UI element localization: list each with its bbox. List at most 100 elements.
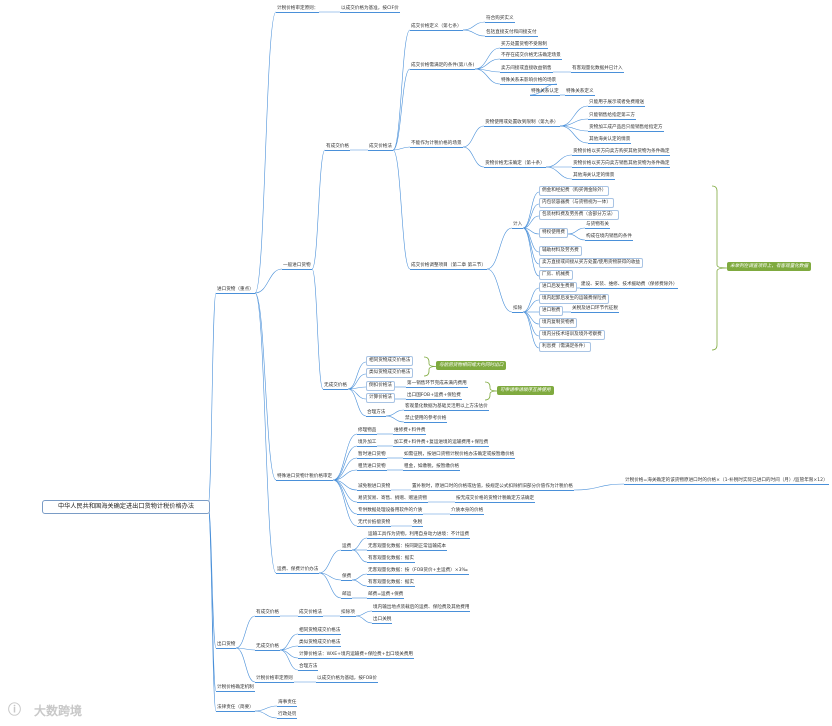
node-ex-ded-a[interactable]: 境内输出地点装载后的运费、保险费及其他费用 — [372, 605, 471, 612]
node-def7-b[interactable]: 包括直接支付和间接支付 — [485, 30, 538, 37]
node-add-4[interactable]: 特权使用费 — [539, 228, 568, 238]
node-cant10-b[interactable]: 货物价格以买方向卖方销售其他货物为条件确定 — [572, 161, 671, 168]
node-ded-1[interactable]: 进口后发生费用 — [539, 282, 578, 292]
node-l1-import[interactable]: 进口货物（重点） — [216, 287, 255, 294]
node-sp-5[interactable]: 减免税进口货物 — [357, 484, 392, 491]
node-add-4a[interactable]: 与货物有关 — [585, 222, 610, 229]
node-sp-3b[interactable]: 如需征税，按进口货物计税价格办法确定或按暂缴价格 — [403, 452, 516, 459]
node-nt-5b[interactable]: 禁止使用的参考价格 — [404, 416, 448, 423]
node-add-5[interactable]: 辅助材料及劳务费 — [539, 246, 582, 256]
node-general-import[interactable]: 一般进口货物 — [282, 263, 312, 270]
node-ded-6[interactable]: 利息费（需满足条件） — [539, 342, 591, 352]
node-def7[interactable]: 成交价格定义（第七条） — [410, 24, 463, 31]
node-nt-4[interactable]: 计算价格法 — [366, 393, 395, 403]
node-l1-export[interactable]: 出口货物 — [216, 642, 237, 649]
node-def7-a[interactable]: 符合购买实义 — [485, 16, 515, 23]
node-ex-n4[interactable]: 合理方法 — [298, 664, 319, 671]
node-sp-5b[interactable]: 置补税时，原进口时的价格或估值，按规定公式扣除折旧部分价值作为计税价格 — [411, 484, 574, 491]
node-sp-2b[interactable]: 加工费+料件费+复运进境的运输费用+保险费 — [393, 440, 490, 447]
node-add-4b[interactable]: 构成在境内销售的条件 — [585, 234, 633, 241]
node-deduct[interactable]: 扣除 — [512, 306, 524, 313]
node-ex-ded-b[interactable]: 出口关税 — [372, 617, 393, 624]
node-cond8-d[interactable]: 特殊关系未影响价格的场景 — [500, 78, 558, 85]
node-nt-3[interactable]: 倒扣价格法 — [366, 381, 395, 391]
node-cant10-c[interactable]: 其他海关认定的情景 — [572, 173, 616, 180]
node-freight[interactable]: 运费、保费计价办法 — [276, 567, 320, 574]
node-restr9-d[interactable]: 其他海关认定的情景 — [588, 137, 632, 144]
node-sp-8b[interactable]: 免税 — [412, 520, 424, 527]
node-sp-8[interactable]: 无代价抵偿货物 — [357, 520, 392, 527]
node-fr-2[interactable]: 保费 — [341, 574, 353, 581]
node-not-tx[interactable]: 不能作为计税价格的场景 — [410, 141, 463, 148]
node-adjust[interactable]: 成交价格调整项目（第二章 第三节） — [410, 263, 487, 270]
node-add-3[interactable]: 包装材料费及劳务费（含部分方法） — [539, 210, 619, 220]
node-fr-1b[interactable]: 无客观量化数据：按同期正常运输成本 — [367, 544, 448, 551]
node-ex-principle-txt[interactable]: 以成交价格为基础，按FOB价 — [316, 676, 378, 683]
node-legal-1[interactable]: 海事责任 — [277, 700, 298, 707]
node-fr-3a[interactable]: 邮费=运费+保费 — [367, 592, 405, 599]
node-sp-3[interactable]: 暂时进口货物 — [357, 452, 387, 459]
node-ded-5[interactable]: 境内分技术培训及境外考察费 — [539, 330, 605, 340]
node-sp-4b[interactable]: 租金，如缴税，按暂缴价格 — [403, 464, 461, 471]
node-add[interactable]: 计入 — [512, 222, 524, 229]
node-l1-calc[interactable]: 计税价格确定机制 — [216, 685, 255, 692]
node-nt-5[interactable]: 合理方法 — [366, 410, 387, 417]
node-cond8-c[interactable]: 卖方间接或直接收益销售 — [500, 66, 553, 73]
node-cond8-c2[interactable]: 有客观量化数据并已计入 — [571, 66, 624, 73]
node-ded-3b[interactable]: 关税及进口环节代征税 — [571, 306, 619, 313]
node-nt-1[interactable]: 相同货物成交价格法 — [366, 356, 414, 366]
node-nt-3b[interactable]: 第一销售环节完成未满内费用 — [406, 381, 468, 388]
node-ded-4[interactable]: 境内复制货物费 — [539, 318, 578, 328]
node-sp-1b[interactable]: 维修费+料件费 — [393, 428, 427, 435]
node-no-tx[interactable]: 无成交价格 — [323, 383, 348, 390]
node-cond8[interactable]: 成交价格需满足的条件(第八条) — [410, 63, 476, 70]
node-sp-7[interactable]: 专供数据处理设备用软件的介质 — [357, 508, 424, 515]
node-sp-6[interactable]: 易货贸易、寄售、捐赠、赠送货物 — [357, 496, 428, 503]
node-cond8-a[interactable]: 买方处置货物不受限制 — [500, 42, 548, 49]
node-fr-1a[interactable]: 运输工具作为货物，利用自身动力进境：不计运费 — [367, 532, 471, 539]
node-nt-4b[interactable]: 出口国FOB+运费+保险费 — [406, 393, 462, 400]
node-has-tx[interactable]: 有成交价格 — [325, 144, 350, 151]
node-sp-5c[interactable]: 计税价格=海关确定的该货物原进口时的价格×（1-补税时实际已进口的时间（月）/监… — [624, 478, 829, 485]
node-cond8-e2[interactable]: 特殊关系定义 — [565, 89, 595, 96]
node-ex-no[interactable]: 无成交价格 — [255, 644, 280, 651]
node-sp-7b[interactable]: 介质本身的价格 — [450, 508, 485, 515]
node-restr9-a[interactable]: 只能用于展示或者免费赠送 — [588, 100, 646, 107]
node-ex-n3[interactable]: 计算价格法：WXE+境内运输费+保险费+出口境关费用 — [298, 652, 415, 659]
node-l1-legal[interactable]: 法律责任（简要） — [216, 705, 255, 712]
node-special[interactable]: 特殊进口货物计税价格审定 — [276, 474, 334, 481]
node-audit-principle-txt[interactable]: 以成交价格为基准，按CIF价 — [340, 6, 400, 13]
node-sp-1[interactable]: 修理物品 — [357, 428, 378, 435]
node-audit-principle[interactable]: 计税价格审定原则： — [276, 6, 320, 13]
node-restr9-c[interactable]: 货物加工成产品后只能销售给指定方 — [588, 125, 664, 132]
node-ex-has[interactable]: 有成交价格 — [255, 610, 280, 617]
node-cant10-a[interactable]: 货物价格以买方向卖方购买其他货物为条件确定 — [572, 149, 671, 156]
node-fr-3[interactable]: 邮运 — [341, 592, 353, 599]
node-add-6[interactable]: 卖方直接或间接从买方处置/使用货物获得的收益 — [539, 258, 644, 268]
node-ded-2[interactable]: 境内起卸后发生的运输费保险费 — [539, 294, 610, 304]
root-node[interactable]: 中华人民共和国海关确定进出口货物计税价格办法 — [42, 500, 210, 514]
node-ex-ded[interactable]: 扣除项 — [340, 610, 356, 617]
node-nt-2[interactable]: 类似货物成交价格法 — [366, 368, 414, 378]
node-ded-3[interactable]: 进口税费 — [539, 306, 564, 316]
node-tx-method[interactable]: 成交价格法 — [368, 144, 393, 151]
node-cond8-b[interactable]: 不存在成交价格无法确定场景 — [500, 53, 562, 60]
node-ex-tx[interactable]: 成交价格法 — [298, 610, 323, 617]
node-sp-6b[interactable]: 按无成交价格的货物计税确定方法确定 — [455, 496, 536, 503]
node-fr-1c[interactable]: 有客观量化数据：据实 — [367, 556, 415, 563]
node-nt-5a[interactable]: 客观量化数据为基础灵活用以上方法估价 — [404, 404, 489, 411]
node-cond8-e[interactable]: 特殊关系认定 — [530, 89, 560, 96]
node-ex-principle[interactable]: 计税价格审定原则 — [255, 676, 294, 683]
node-fr-2b[interactable]: 有客观量化数据：据实 — [367, 580, 415, 587]
node-restr9-b[interactable]: 只能销售给指定第三方 — [588, 113, 636, 120]
node-sp-2[interactable]: 境外加工 — [357, 440, 378, 447]
node-fr-1[interactable]: 运费 — [341, 544, 353, 551]
node-ex-n1[interactable]: 相同货物成交价格法 — [298, 628, 342, 635]
node-ded-1b[interactable]: 建设、安装、维修、技术援助费（保修费除外） — [580, 282, 679, 289]
node-add-7[interactable]: 厂房、机械费 — [539, 270, 573, 280]
node-sp-4[interactable]: 租赁进口货物 — [357, 464, 387, 471]
node-fr-2a[interactable]: 无客观量化数据：按（FOB货价+主运费）×3‰ — [367, 568, 469, 575]
node-cant10[interactable]: 货物价格无法确定（第十条） — [484, 161, 546, 168]
node-add-2[interactable]: 内包装容器费（与货物视为一体） — [539, 198, 614, 208]
node-ex-n2[interactable]: 类似货物成交价格法 — [298, 640, 342, 647]
